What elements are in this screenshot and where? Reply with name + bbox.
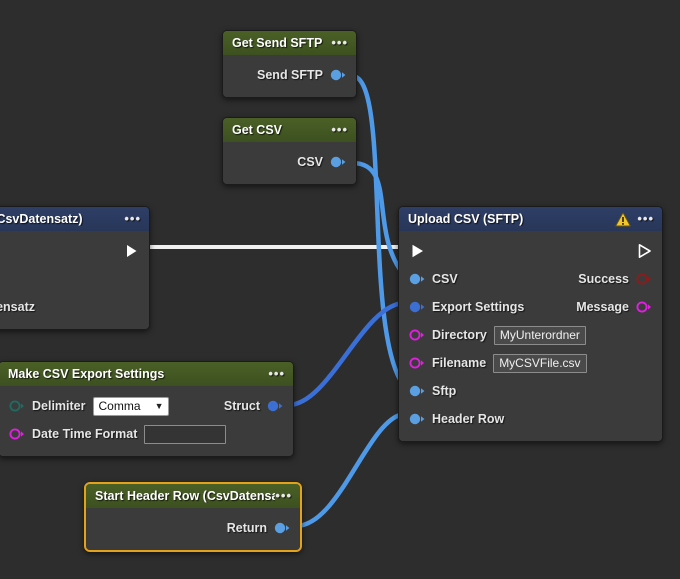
pin-row-csv-out: CSV — [0, 265, 149, 293]
node-body: Send SFTP — [223, 55, 356, 97]
delimiter-value: Comma — [98, 399, 141, 413]
exec-row — [0, 237, 149, 265]
pin-label: Struct — [223, 399, 260, 413]
pin-label: Header Row — [432, 412, 505, 426]
pin-label: Return — [226, 521, 267, 535]
node-body: Delimiter Comma ▼ Struct — [0, 386, 293, 456]
pin-row-header-row: Header Row — [399, 405, 662, 433]
pin-row-csv: CSV Success — [399, 265, 662, 293]
pin-string-magenta-in[interactable] — [9, 427, 25, 441]
pin-object-blue-in[interactable] — [409, 384, 425, 398]
pin-struct-blue-out[interactable] — [267, 399, 283, 413]
exec-out-pin[interactable] — [123, 244, 139, 258]
pin-string-magenta-in[interactable] — [409, 328, 425, 342]
pin-label: Filename — [432, 356, 487, 370]
pin-row-export-settings: Export Settings Message — [399, 293, 662, 321]
node-header[interactable]: o CSV (CsvDatensatz) ••• — [0, 207, 149, 231]
node-body: Return — [86, 508, 300, 550]
pin-row-sftp: Sftp — [399, 377, 662, 405]
pin-exec-red-ring-out[interactable] — [636, 272, 652, 286]
pin-row-directory: Directory MyUnterordner — [399, 321, 662, 349]
pin-row-csv: CSV — [223, 148, 356, 176]
ellipsis-icon[interactable]: ••• — [331, 122, 348, 137]
node-header[interactable]: Start Header Row (CsvDatensatz) ••• — [86, 484, 300, 508]
ellipsis-icon[interactable]: ••• — [275, 488, 292, 503]
pin-label: Success — [578, 272, 629, 286]
chevron-down-icon: ▼ — [154, 401, 164, 411]
pin-row-date-time-format: Date Time Format — [0, 420, 293, 448]
pin-object-blue-in[interactable] — [409, 412, 425, 426]
pin-row-filename: Filename MyCSVFile.csv — [399, 349, 662, 377]
node-make-csv-export-settings[interactable]: Make CSV Export Settings ••• Delimiter C… — [0, 361, 294, 457]
node-get-csv[interactable]: Get CSV ••• CSV — [222, 117, 357, 185]
pin-struct-blue-in[interactable] — [409, 300, 425, 314]
node-title: Start Header Row (CsvDatensatz) — [95, 489, 276, 503]
wire-return-headerrow — [295, 411, 405, 529]
pin-label: Delimiter — [32, 399, 86, 413]
node-upload-csv-sftp[interactable]: Upload CSV (SFTP) ••• — [398, 206, 663, 442]
pin-string-magenta-in[interactable] — [409, 356, 425, 370]
ellipsis-icon[interactable]: ••• — [124, 211, 141, 226]
wire-getcsv-csv — [351, 160, 406, 277]
node-header[interactable]: Get CSV ••• — [223, 118, 356, 142]
warning-icon[interactable] — [615, 211, 632, 227]
pin-object-blue-out[interactable] — [330, 155, 346, 169]
pin-row-delimiter: Delimiter Comma ▼ Struct — [0, 392, 293, 420]
pin-row-send-sftp: Send SFTP — [223, 61, 356, 89]
node-header[interactable]: Make CSV Export Settings ••• — [0, 362, 293, 386]
date-time-format-input[interactable] — [144, 424, 227, 444]
delimiter-select[interactable]: Comma ▼ — [92, 396, 169, 416]
pin-string-magenta-out[interactable] — [636, 300, 652, 314]
pin-object-blue-in[interactable] — [409, 272, 425, 286]
ellipsis-icon[interactable]: ••• — [268, 366, 285, 381]
node-header[interactable]: Upload CSV (SFTP) ••• — [399, 207, 662, 231]
directory-input[interactable]: MyUnterordner — [493, 325, 586, 345]
pin-object-blue-out[interactable] — [330, 68, 346, 82]
pin-label: Directory — [432, 328, 487, 342]
node-start-header-row[interactable]: Start Header Row (CsvDatensatz) ••• Retu… — [84, 482, 302, 552]
node-title: o CSV (CsvDatensatz) — [0, 212, 83, 226]
exec-row — [399, 237, 662, 265]
node-title: Get Send SFTP — [232, 36, 323, 50]
node-title: Upload CSV (SFTP) — [408, 212, 524, 226]
pin-row-return: Return — [86, 514, 300, 542]
pin-row-csvdatensatz-out: CsvDatensatz — [0, 293, 149, 321]
pin-label: CsvDatensatz — [0, 300, 35, 314]
node-to-csv[interactable]: o CSV (CsvDatensatz) ••• CSV CsvDatensat… — [0, 206, 150, 330]
node-body: CSV — [223, 142, 356, 184]
wire-struct-exportsettings — [287, 300, 405, 408]
exec-in-pin[interactable] — [409, 244, 425, 258]
pin-label: Message — [576, 300, 629, 314]
wire-sendsftp-sftp — [351, 73, 406, 388]
filename-input[interactable]: MyCSVFile.csv — [493, 353, 587, 373]
pin-struct-teal-in[interactable] — [9, 399, 25, 413]
pin-label: Send SFTP — [257, 68, 323, 82]
pin-object-blue-out[interactable] — [274, 521, 290, 535]
ellipsis-icon[interactable]: ••• — [637, 211, 654, 226]
pin-label: Date Time Format — [32, 427, 138, 441]
node-body: CSV Success Export Settings Mes — [399, 231, 662, 441]
pin-label: CSV — [432, 272, 458, 286]
node-body: CSV CsvDatensatz — [0, 231, 149, 329]
node-get-send-sftp[interactable]: Get Send SFTP ••• Send SFTP — [222, 30, 357, 98]
node-header[interactable]: Get Send SFTP ••• — [223, 31, 356, 55]
node-title: Make CSV Export Settings — [8, 367, 165, 381]
pin-label: Sftp — [432, 384, 457, 398]
node-title: Get CSV — [232, 123, 283, 137]
exec-out-pin[interactable] — [636, 244, 652, 258]
ellipsis-icon[interactable]: ••• — [331, 35, 348, 50]
pin-label: Export Settings — [432, 300, 525, 314]
pin-label: CSV — [297, 155, 323, 169]
